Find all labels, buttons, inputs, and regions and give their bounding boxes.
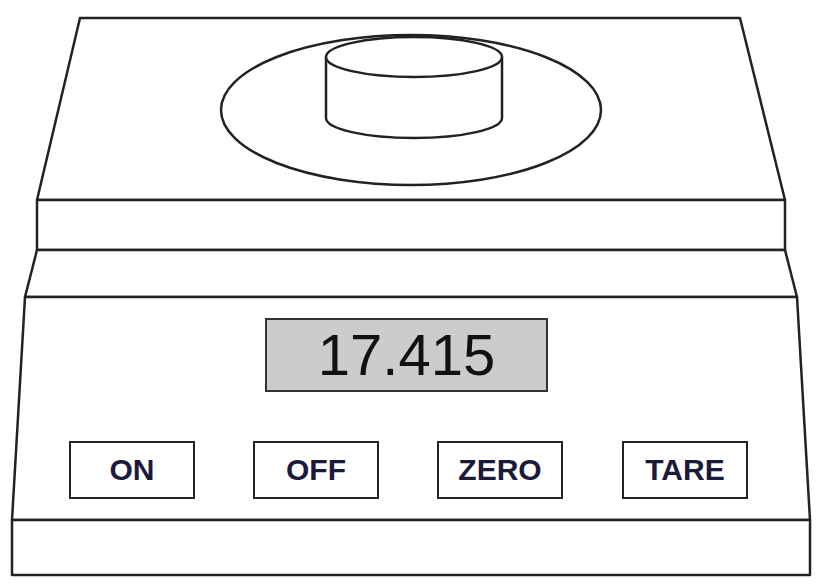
- button-label: TARE: [645, 455, 724, 485]
- button: ZERO: [437, 441, 563, 499]
- weighing-pan: [221, 35, 601, 185]
- button: ON: [69, 441, 195, 499]
- scale-base: [12, 520, 810, 575]
- weight-top: [326, 37, 502, 77]
- button: TARE: [622, 441, 748, 499]
- display-screen: 17.415: [265, 318, 548, 392]
- button-label: OFF: [286, 455, 346, 485]
- button: OFF: [253, 441, 379, 499]
- button-label: ZERO: [458, 455, 541, 485]
- button-label: ON: [110, 455, 155, 485]
- scale-band: [37, 200, 785, 250]
- scale-body: [12, 297, 810, 520]
- scale-top: [37, 18, 785, 200]
- scale-band-lower: [25, 250, 797, 297]
- display-reading: 17.415: [318, 326, 495, 384]
